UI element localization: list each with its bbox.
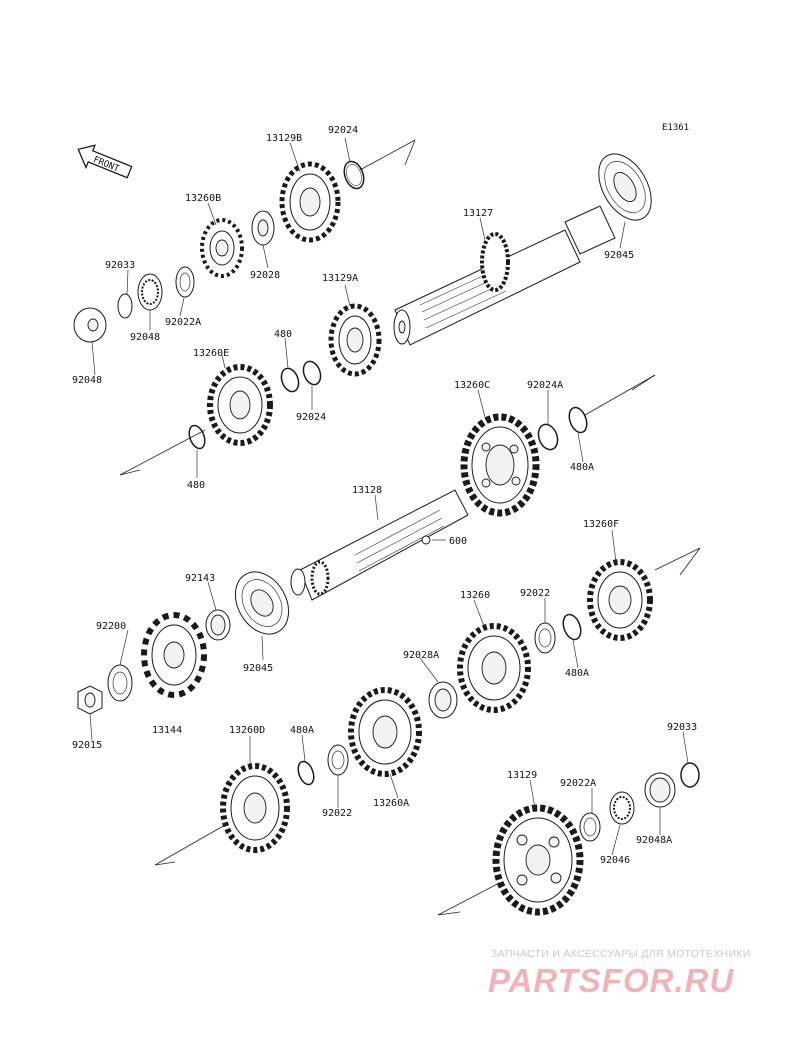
label-92024-mid: 92024 — [296, 412, 326, 423]
label-13260B: 13260B — [185, 193, 221, 204]
label-92048A: 92048A — [636, 835, 672, 846]
label-480A-top: 480A — [570, 462, 594, 473]
watermark-logo: PARTSFOR.RU — [488, 962, 735, 999]
label-13128: 13128 — [352, 485, 382, 496]
label-92022A: 92022A — [165, 317, 201, 328]
label-92022: 92022 — [520, 588, 550, 599]
label-13127: 13127 — [463, 208, 493, 219]
label-92045: 92045 — [604, 250, 634, 261]
label-600: 600 — [449, 536, 467, 547]
label-480A-right: 480A — [565, 668, 589, 679]
label-13260A: 13260A — [373, 798, 409, 809]
label-92048-collar: 92048 — [72, 375, 102, 386]
label-92033: 92033 — [105, 260, 135, 271]
label-480A-lower: 480A — [290, 725, 314, 736]
lower-shaft-group — [77, 374, 701, 866]
label-92015: 92015 — [72, 740, 102, 751]
label-13260D: 13260D — [229, 725, 265, 736]
label-13129A: 13129A — [322, 273, 358, 284]
part-labels: 13129B 92024 13260B 13127 92033 92028 92… — [72, 125, 697, 866]
label-13260F: 13260F — [583, 519, 619, 530]
label-92024A: 92024A — [527, 380, 563, 391]
label-92022-lower: 92022 — [322, 808, 352, 819]
label-480-left: 480 — [187, 480, 205, 491]
label-13144: 13144 — [152, 725, 182, 736]
label-13129B: 13129B — [266, 133, 302, 144]
label-92028A: 92028A — [403, 650, 439, 661]
label-92200: 92200 — [96, 621, 126, 632]
label-92143: 92143 — [185, 573, 215, 584]
label-92045-lower: 92045 — [243, 663, 273, 674]
label-92033-lower: 92033 — [667, 722, 697, 733]
diagram-code: E1361 — [662, 123, 689, 133]
label-92048: 92048 — [130, 332, 160, 343]
label-92046: 92046 — [600, 855, 630, 866]
label-13260: 13260 — [460, 590, 490, 601]
label-13129: 13129 — [507, 770, 537, 781]
leader-lines — [89, 137, 689, 856]
label-92024: 92024 — [328, 125, 358, 136]
label-480: 480 — [274, 329, 292, 340]
label-13260C: 13260C — [454, 380, 490, 391]
label-92022A-lower: 92022A — [560, 778, 596, 789]
front-arrow-icon: FRONT — [77, 144, 133, 179]
label-92028: 92028 — [250, 270, 280, 281]
bottom-gear-group — [437, 762, 700, 916]
label-13260E: 13260E — [193, 348, 229, 359]
watermark-tagline: ЗАПЧАСТИ И АКСЕССУАРЫ ДЛЯ МОТОТЕХНИКИ — [491, 948, 751, 960]
upper-shaft-group — [73, 139, 652, 476]
